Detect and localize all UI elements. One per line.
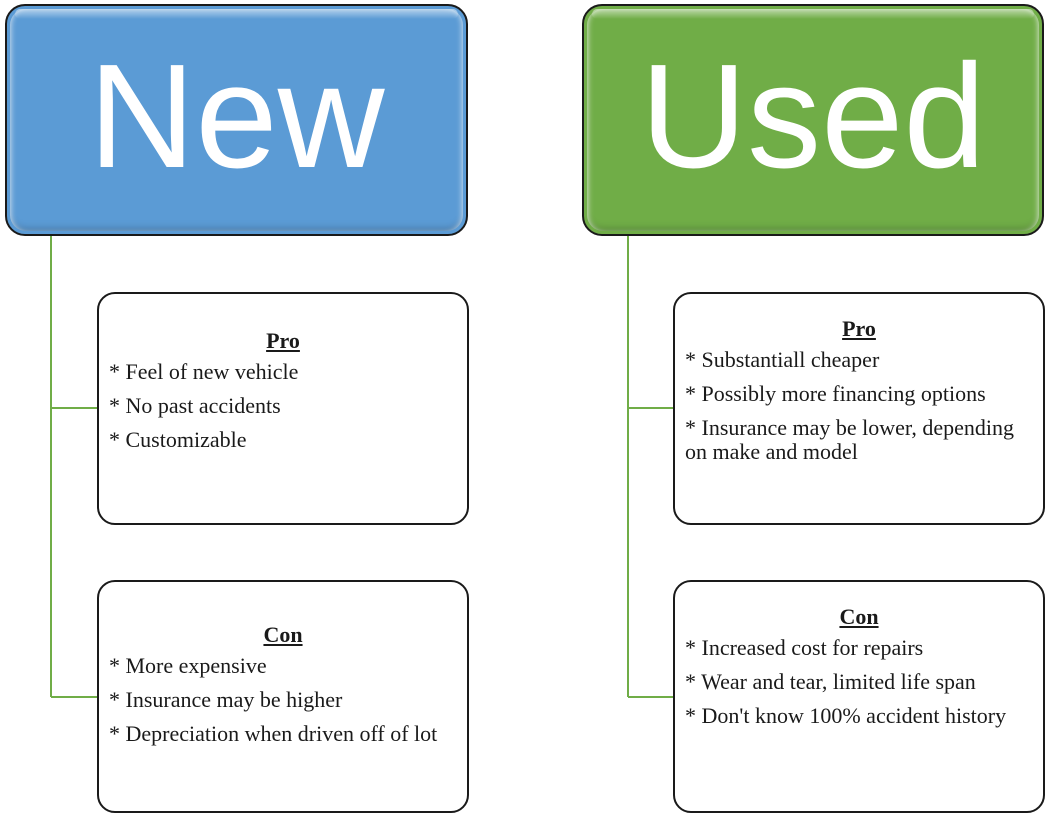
- used-pro-card: Pro * Substantiall cheaper * Possibly mo…: [673, 292, 1045, 525]
- new-pro-card: Pro * Feel of new vehicle * No past acci…: [97, 292, 469, 525]
- new-con-title: Con: [263, 622, 303, 647]
- used-pro-title: Pro: [842, 316, 876, 341]
- new-con-item: * More expensive: [109, 653, 267, 678]
- new-pro-item: * Feel of new vehicle: [109, 359, 299, 384]
- used-connector-group: [627, 236, 673, 698]
- new-pro-item: * Customizable: [109, 427, 247, 452]
- used-con-item: * Don't know 100% accident history: [685, 703, 1007, 728]
- new-header-box: New: [5, 4, 468, 236]
- new-con-item: * Insurance may be higher: [109, 687, 343, 712]
- used-con-card: Con * Increased cost for repairs * Wear …: [673, 580, 1045, 813]
- used-con-item: * Wear and tear, limited life span: [685, 669, 976, 694]
- new-pro-item: * No past accidents: [109, 393, 281, 418]
- new-con-card: Con * More expensive * Insurance may be …: [97, 580, 469, 813]
- used-pro-item: * Possibly more financing options: [685, 381, 986, 406]
- used-header-box: Used: [582, 4, 1044, 236]
- used-con-item: * Increased cost for repairs: [685, 635, 924, 660]
- new-header-label: New: [88, 34, 385, 199]
- new-connector-group: [50, 236, 97, 698]
- new-con-item: * Depreciation when driven off of lot: [109, 721, 438, 746]
- used-pro-item: * Insurance may be lower, depending on m…: [685, 415, 1015, 464]
- used-con-title: Con: [839, 604, 879, 629]
- new-pro-title: Pro: [266, 328, 300, 353]
- used-pro-item: * Substantiall cheaper: [685, 347, 880, 372]
- used-header-label: Used: [640, 34, 986, 199]
